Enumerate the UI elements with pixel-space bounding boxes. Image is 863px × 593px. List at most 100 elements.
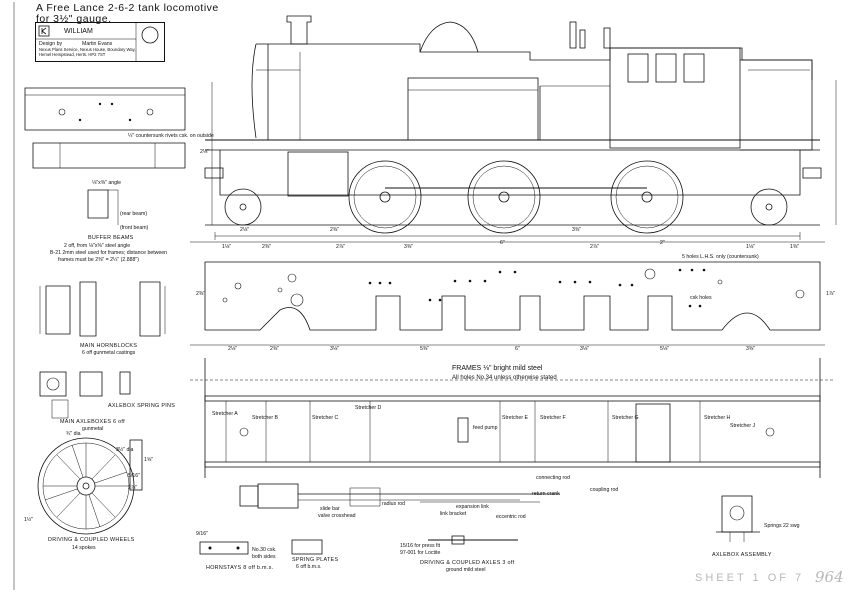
dim-wheel-4: 2⅞" [128,485,138,491]
angle-label: ⅛"x⅜" angle [92,180,122,186]
axlebox-drawings [39,371,131,419]
radius-rod-label: radius rod [382,501,406,507]
pony-wheel-front [224,188,262,226]
loctite-label: 97-001 for Loctite [400,550,441,556]
dim-wheel-1: 3½" dia [116,447,134,453]
dim-frame-bottom-7: 5⅛" [660,346,670,352]
main-axleboxes-caption: MAIN AXLEBOXES 6 off [60,419,125,425]
driving-wheel-1 [348,160,422,234]
stretcher-j: Stretcher J [730,423,756,429]
dim-frame-top-3: 2⅞" [336,244,346,250]
dim-frame-bottom-4: 5⅜" [420,346,430,352]
valve-crosshead-label: valve crosshead [318,513,356,519]
dim-frame-top-6: 2⅞" [590,244,600,250]
buffer-beams-note2: B-21 2mm steel used for frames; distance… [50,250,168,256]
dim-buffer-height: 2⅛" [200,149,210,155]
stretcher-c: Stretcher C [312,415,339,421]
hornstays-caption: HORNSTAYS 8 off b.m.s. [206,565,274,571]
stretcher-h: Stretcher H [704,415,731,421]
driving-axles-caption: DRIVING & COUPLED AXLES 3 off [420,560,515,566]
dim-frame-bottom-1: 2⅛" [228,346,238,352]
address-line1: Nexus Plans Service, Nexus House, Bounda… [39,47,136,52]
slide-bar-label: slide bar [320,506,340,512]
dim-frame-top-2: 2⅜" [262,244,272,250]
drawing-number: 964 [815,568,844,586]
press-fit-label: 15/16 for press fit [400,543,441,549]
dim-wheel-6: ¾" dia [66,431,81,437]
buffer-beams-note1: 2 off, from ⅛"x⅜" steel angle [64,243,131,249]
hornstays-note2: both sides [252,554,276,560]
dim-frame-top-9: 1⅜" [790,244,800,250]
stretcher-b: Stretcher B [252,415,278,421]
axlebox-spring-pins-caption: AXLEBOX SPRING PINS [108,403,176,409]
frames-plan-view [190,358,835,509]
dim-frame-top-8: 1⅛" [746,244,756,250]
dim-frame-bottom-6: 3⅛" [580,346,590,352]
dim-frame-height-2: 1⅞" [826,291,836,297]
buffer-beams-note3: frames must be 2⅜" = 2¼" (2.888") [58,257,139,263]
frames-note: All holes No.34 unless otherwise stated [452,375,557,381]
connecting-rod-label: connecting rod [536,475,571,481]
feed-pump-label: feed pump [473,425,498,431]
front-beam-label: (front beam) [120,225,149,231]
driving-axles-note: ground mild steel [446,567,486,573]
hornstays-note1: No.30 csk. [252,547,277,553]
dim-frame-bottom-2: 2⅜" [270,346,280,352]
stretcher-d: Stretcher D [355,405,382,411]
design-by-label: Design by [39,41,63,47]
rear-beam-label: (rear beam) [120,211,148,217]
springs-label: Springs 22 swg [764,523,800,529]
title-block-frame [36,23,159,61]
expansion-link-label: expansion link [456,504,489,510]
dim-wheel-3: 5/16" [128,473,140,479]
coupling-rod-label: coupling rod [590,487,619,493]
dim-frame-top-1: 1⅛" [222,244,232,250]
driving-wheel-detail [37,437,143,535]
driving-wheels-caption: DRIVING & COUPLED WHEELS [48,537,135,543]
pony-wheel-rear [750,188,788,226]
drawing-title-line1: A Free Lance 2-6-2 tank locomotive [36,2,219,14]
sheet-number: SHEET 1 OF 7 [695,572,805,584]
main-axleboxes-note: gunmetal [82,426,104,432]
axlebox-assembly-caption: AXLEBOX ASSEMBLY [712,552,772,558]
buffer-beam-drawing [24,87,186,225]
drawing-title-line2: for 3½" gauge. [36,13,112,25]
dim-frame-bottom-5: 6" [515,346,520,352]
address-line2: Hemel Hempstead, Herts. HP2 7ST [39,52,106,57]
link-bracket-label: link bracket [440,511,467,517]
dim-frame-bottom-8: 3⅜" [746,346,756,352]
dim-frame-top-4: 3⅜" [404,244,414,250]
driving-wheel-2 [467,160,541,234]
return-crank-label: return crank [532,491,560,497]
dim-frame-bottom-3: 3⅛" [330,346,340,352]
stretcher-a: Stretcher A [212,411,238,417]
dim-wheel-2: 1⅝" [144,457,154,463]
buffer-beams-caption: BUFFER BEAMS [88,235,134,241]
driving-wheel-3 [610,160,684,234]
countersunk-label: ¼" countersunk rivets csk. on outside [128,133,214,139]
dim-loco-bottom-2: 2⅜" [330,227,340,233]
stretcher-f: Stretcher F [540,415,566,421]
logo-circle-icon [141,26,159,44]
spring-plates-caption: SPRING PLATES [292,557,339,563]
frames-caption: FRAMES ⅛" bright mild steel [452,365,543,372]
main-hornblocks-caption: MAIN HORNBLOCKS [80,343,138,349]
title-block: WILLIAM Design by Martin Evans Nexus Pla… [35,22,165,62]
dim-loco-bottom-3: 3⅜" [572,227,582,233]
eccentric-rod-label: eccentric rod [496,514,526,520]
spring-plates-note: 6 off b.m.s. [296,564,322,570]
dim-frame-top-7: 2" [660,240,665,246]
dim-frame-height-1: 2⅜" [196,291,206,297]
hornblock-drawings [39,281,166,337]
main-hornblocks-note: 6 off gunmetal castings [82,350,136,356]
five-holes-label: 5 holes L.H.S. only (countersunk) [682,254,759,260]
stretcher-g: Stretcher G [612,415,639,421]
dim-frame-top-5: 6" [500,240,505,246]
dim-wheel-5: 1½" [24,517,34,523]
stretcher-e: Stretcher E [502,415,528,421]
small-parts [199,495,760,555]
designer-name: Martin Evans [82,41,113,47]
driving-wheels-note: 14 spokes [72,545,96,551]
